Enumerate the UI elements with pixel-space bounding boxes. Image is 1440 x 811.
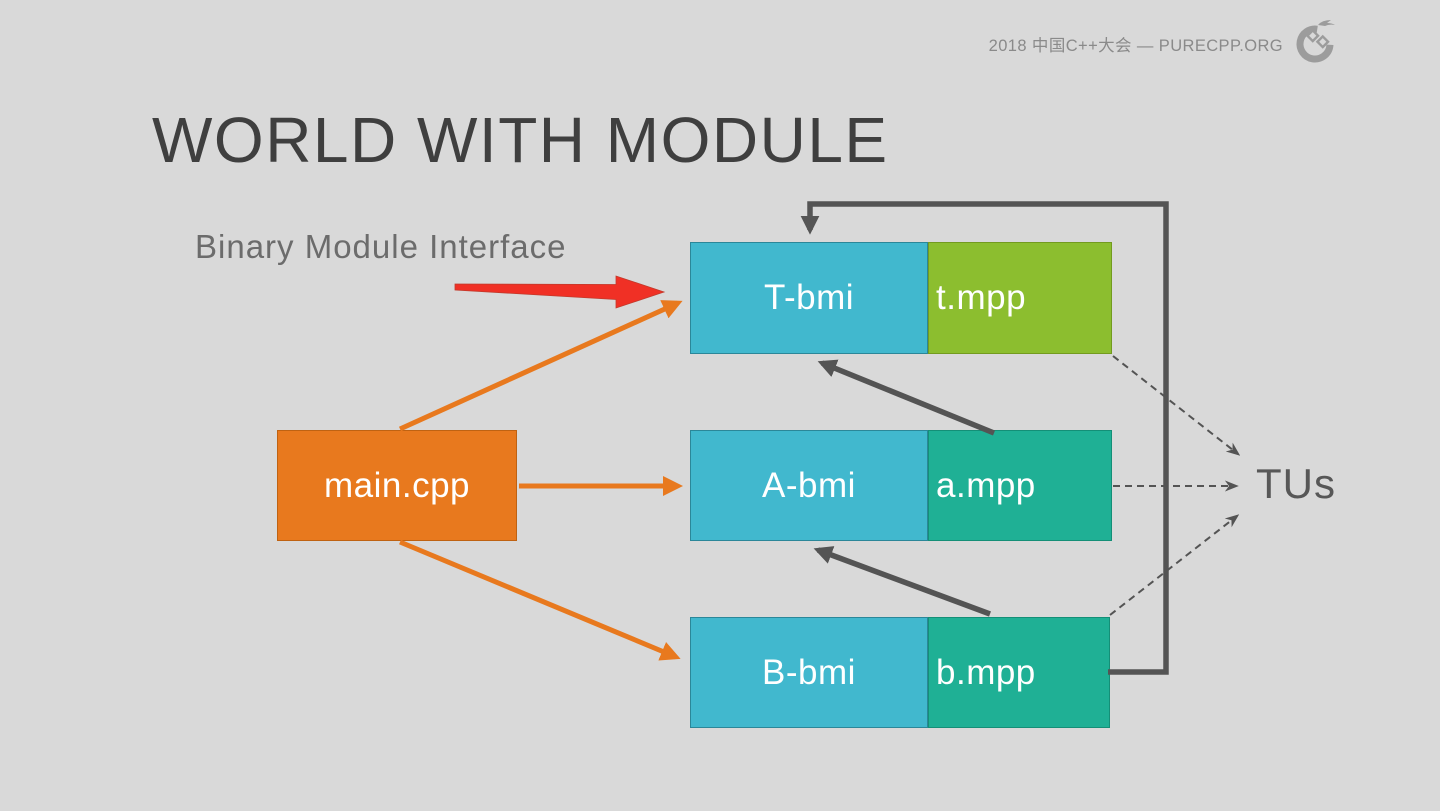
node-t-mpp: t.mpp — [928, 242, 1112, 354]
node-main-cpp-label: main.cpp — [323, 465, 471, 505]
node-t-bmi: T-bmi — [690, 242, 928, 354]
node-main-cpp: main.cpp — [277, 430, 517, 541]
bmi-annotation-label: Binary Module Interface — [195, 228, 567, 265]
node-a-mpp-label: a.mpp — [936, 465, 1036, 505]
conference-header: 2018 中国C++大会 — PURECPP.ORG — [988, 37, 1283, 55]
node-b-bmi: B-bmi — [690, 617, 928, 728]
node-t-bmi-label: T-bmi — [764, 278, 854, 317]
edge-main-to-tbmi — [398, 300, 683, 432]
node-a-bmi: A-bmi — [690, 430, 928, 541]
edge-main-to-bbmi — [399, 539, 681, 661]
edge-tmpp-to-tus — [1112, 355, 1241, 456]
edge-bmpp-to-abmi — [813, 546, 991, 617]
edge-bmpp-to-tus — [1109, 514, 1240, 616]
node-a-mpp: a.mpp — [928, 430, 1112, 541]
tus-label: TUs — [1256, 460, 1336, 507]
node-b-bmi-label: B-bmi — [762, 652, 856, 692]
edge-ampp-to-tbmi — [817, 359, 996, 436]
node-b-mpp-label: b.mpp — [936, 652, 1036, 692]
bmi-callout-arrow — [454, 275, 666, 309]
node-t-mpp-label: t.mpp — [936, 278, 1027, 317]
purecpp-logo-icon — [1296, 20, 1335, 63]
page-title: WORLD WITH MODULE — [152, 104, 889, 176]
node-a-bmi-label: A-bmi — [762, 465, 856, 505]
node-b-mpp: b.mpp — [928, 617, 1110, 728]
